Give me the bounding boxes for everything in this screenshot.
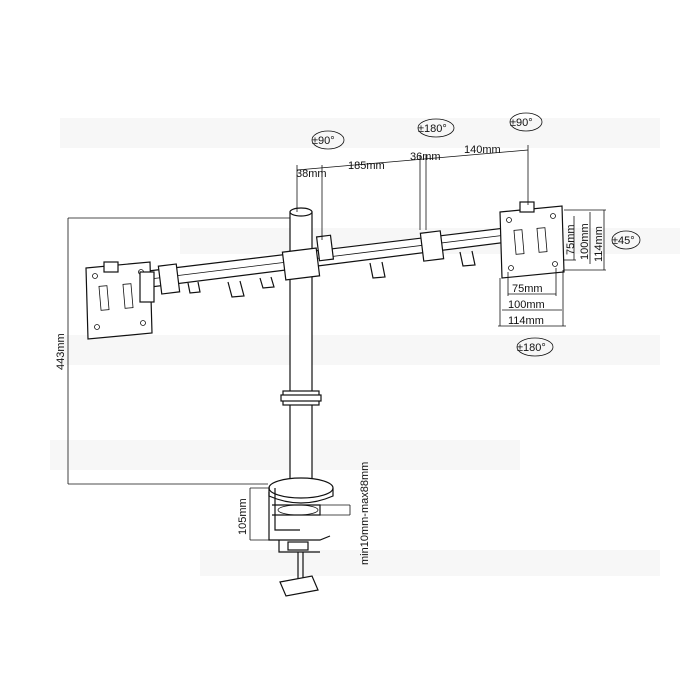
- dim-36-label: 36mm: [410, 151, 441, 163]
- dim-vesa-114h-label: 114mm: [593, 226, 605, 262]
- left-vesa-plate: [85, 261, 155, 340]
- dim-140-label: 140mm: [464, 144, 501, 156]
- dim-vesa-100h-label: 100mm: [579, 223, 591, 260]
- pole: [268, 207, 334, 504]
- dim-185-label: 185mm: [348, 160, 385, 172]
- rotation-tilt-right-label: ±90°: [510, 117, 533, 129]
- dim-443-label: 443mm: [55, 333, 67, 370]
- dim-vesa-100w-label: 100mm: [508, 299, 545, 311]
- rotation-rotate-label: ±45°: [612, 235, 635, 247]
- dim-vesa-75h-label: 75mm: [565, 224, 577, 255]
- rotation-swivel-mid-label: ±180°: [418, 123, 447, 135]
- dimension-lines: [67, 145, 606, 541]
- dim-38-label: 38mm: [296, 168, 327, 180]
- dim-105-label: 105mm: [237, 498, 249, 535]
- dim-vesa-114w-label: 114mm: [508, 315, 544, 327]
- right-vesa-plate: [499, 201, 565, 279]
- desk-clamp: [268, 488, 331, 597]
- dim-vesa-75w-label: 75mm: [512, 283, 543, 295]
- rotation-swivel-bottom-label: ±180°: [517, 342, 546, 354]
- rotation-badges: [311, 112, 641, 357]
- dim-clamp-range-label: min10mm-max88mm: [359, 462, 371, 565]
- rotation-tilt-left-label: ±90°: [312, 135, 335, 147]
